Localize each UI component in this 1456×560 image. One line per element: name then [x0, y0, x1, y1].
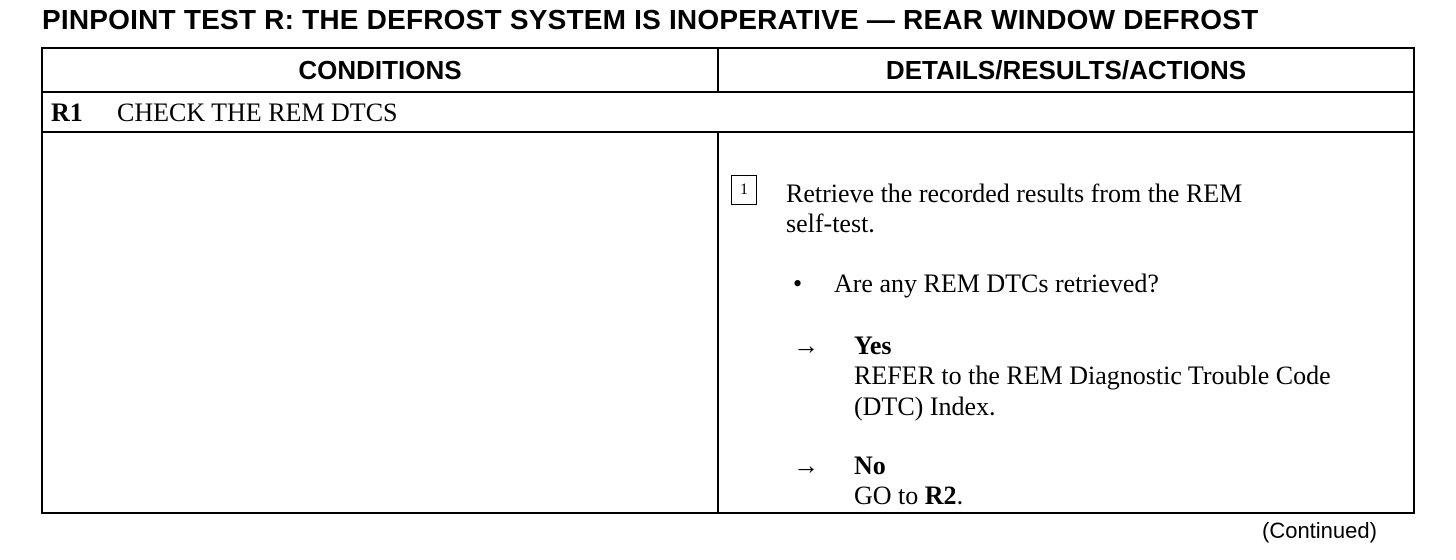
- step-row: R1 CHECK THE REM DTCS: [51, 98, 398, 128]
- no-label: No: [854, 451, 886, 480]
- no-action-suffix: .: [956, 481, 964, 510]
- instruction-line-1: Retrieve the recorded results from the R…: [786, 179, 1243, 208]
- step-row-divider: [43, 131, 1413, 133]
- details-header: DETAILS/RESULTS/ACTIONS: [885, 55, 1247, 85]
- pinpoint-test-table: CONDITIONS DETAILS/RESULTS/ACTIONS R1 CHE…: [41, 47, 1415, 514]
- yes-label: Yes: [854, 331, 892, 360]
- header-divider: [43, 91, 1413, 93]
- step-number-box: 1: [731, 175, 757, 205]
- yes-action-line-2: (DTC) Index.: [854, 392, 996, 421]
- no-arrow-icon: →: [793, 451, 819, 480]
- conditions-cell: [43, 133, 717, 512]
- bullet-icon: •: [793, 269, 803, 298]
- question-text: Are any REM DTCs retrieved?: [834, 269, 1159, 298]
- body-column-divider: [717, 131, 719, 512]
- yes-arrow-icon: →: [793, 331, 819, 360]
- yes-action-line-1: REFER to the REM Diagnostic Trouble Code: [854, 361, 1331, 390]
- step-title: CHECK THE REM DTCS: [117, 98, 398, 127]
- header-column-divider: [717, 49, 719, 91]
- conditions-header: CONDITIONS: [298, 55, 462, 85]
- no-action-target-link[interactable]: R2: [924, 481, 957, 510]
- instruction-line-2: self-test.: [786, 209, 875, 238]
- no-action: GO to R2.: [854, 481, 963, 511]
- page-title: PINPOINT TEST R: THE DEFROST SYSTEM IS I…: [42, 4, 1259, 35]
- step-id: R1: [51, 98, 83, 127]
- no-action-prefix: GO to: [854, 481, 925, 510]
- continued-note: (Continued): [1262, 518, 1377, 543]
